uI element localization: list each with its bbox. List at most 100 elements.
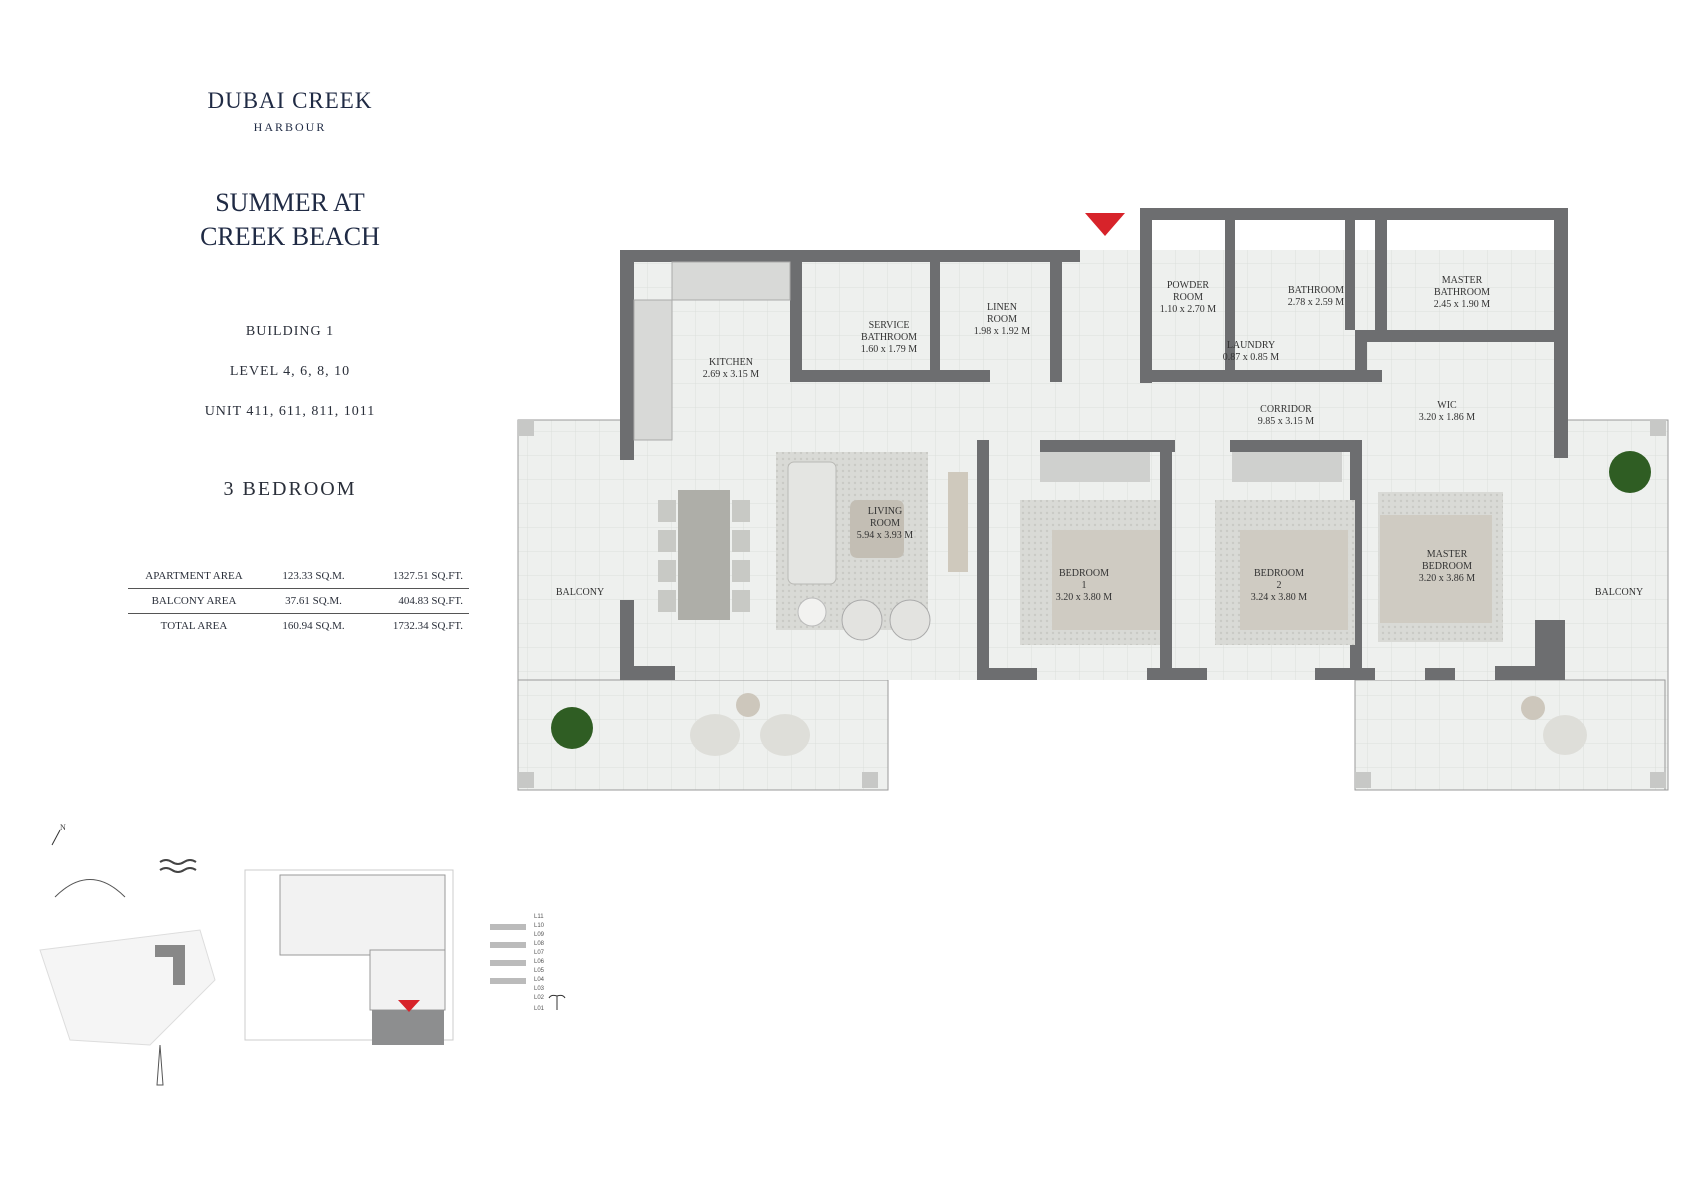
coffee-table xyxy=(850,500,904,558)
level-label: L08 xyxy=(534,941,545,947)
kitchen-label: KITCHEN xyxy=(709,357,753,368)
balcony-chair xyxy=(690,714,740,756)
dining-chairs xyxy=(658,500,750,612)
site-outline xyxy=(39,929,216,1046)
level-label: L01 xyxy=(534,1006,545,1012)
living-dim: 5.94 x 3.93 M xyxy=(857,530,914,541)
linen-label2: ROOM xyxy=(987,314,1017,325)
palm-icon xyxy=(548,994,566,1010)
level-bars xyxy=(490,924,526,984)
key-plan: N L11 L10 L09 L08 L07 L06 L05 L04 L03 L0… xyxy=(39,823,566,1086)
level-label: L07 xyxy=(534,950,545,956)
powder-label2: ROOM xyxy=(1173,292,1203,303)
area-sqm: 37.61 SQ.M. xyxy=(260,588,367,614)
corridor-label: CORRIDOR xyxy=(1260,404,1312,415)
level-label: L03 xyxy=(534,986,545,992)
area-sqft: 1327.51 SQ.FT. xyxy=(367,564,469,589)
armchair xyxy=(889,599,931,641)
project-title: SUMMER AT CREEK BEACH xyxy=(190,186,390,254)
bedroom1-wardrobe xyxy=(1040,452,1150,482)
service-bath-label: SERVICE xyxy=(869,320,910,331)
units-label: UNIT 411, 611, 811, 1011 xyxy=(204,404,376,419)
wic-label: WIC xyxy=(1437,400,1457,411)
powder-dim: 1.10 x 2.70 M xyxy=(1160,304,1217,315)
project-title-line2: CREEK BEACH xyxy=(200,222,380,251)
master-bed-label2: BEDROOM xyxy=(1422,561,1472,572)
water-icon xyxy=(159,859,197,873)
master-bath-dim: 2.45 x 1.90 M xyxy=(1434,299,1491,310)
level-label: L11 xyxy=(534,914,544,920)
area-label: APARTMENT AREA xyxy=(128,564,260,589)
sofa xyxy=(787,461,837,585)
area-table: APARTMENT AREA 123.33 SQ.M. 1327.51 SQ.F… xyxy=(128,564,469,638)
bedroom-type: 3 BEDROOM xyxy=(223,478,357,500)
levels-label: LEVEL 4, 6, 8, 10 xyxy=(229,364,351,379)
bedroom1-dim: 3.20 x 3.80 M xyxy=(1056,592,1113,603)
walls xyxy=(620,208,1568,680)
area-label: BALCONY AREA xyxy=(128,588,260,614)
project-title-line1: SUMMER AT xyxy=(215,188,365,217)
balcony-chair xyxy=(1543,715,1587,755)
bedroom2-label: BEDROOM xyxy=(1254,568,1304,579)
entrance-marker-icon xyxy=(1085,213,1125,236)
unit-highlight xyxy=(372,1010,444,1045)
level-label: L02 xyxy=(534,995,545,1001)
balcony-table xyxy=(736,693,760,717)
level-label: L06 xyxy=(534,959,545,965)
master-bath-label: MASTER xyxy=(1442,275,1483,286)
service-bath-label2: BATHROOM xyxy=(861,332,917,343)
north-label: N xyxy=(60,823,66,832)
area-label: TOTAL AREA xyxy=(160,620,228,632)
plant-icon xyxy=(1609,451,1651,493)
kitchen-counter xyxy=(671,261,791,301)
bedroom2-wardrobe xyxy=(1232,452,1342,482)
living-label2: ROOM xyxy=(870,518,900,529)
area-sqm: 123.33 SQ.M. xyxy=(260,564,367,589)
master-bed-label: MASTER xyxy=(1427,549,1468,560)
wic-dim: 3.20 x 1.86 M xyxy=(1419,412,1476,423)
armchair xyxy=(841,599,883,641)
service-bath-dim: 1.60 x 1.79 M xyxy=(861,344,918,355)
building-floor-top xyxy=(279,874,446,956)
balcony-table xyxy=(1521,696,1545,720)
side-table xyxy=(797,597,827,627)
laundry-label: LAUNDRY xyxy=(1227,340,1275,351)
linen-label: LINEN xyxy=(987,302,1017,313)
area-sqm: 160.94 SQ.M. xyxy=(282,620,345,632)
bedroom2-number: 2 xyxy=(1277,580,1282,591)
unit-marker-icon xyxy=(398,1000,420,1012)
plant-icon xyxy=(551,707,593,749)
area-sqft: 1732.34 SQ.FT. xyxy=(392,620,463,632)
balcony-right-bottom xyxy=(1354,679,1666,791)
level-label: L04 xyxy=(534,977,545,983)
area-sqft: 404.83 SQ.FT. xyxy=(367,588,469,614)
master-bed-dim: 3.20 x 3.86 M xyxy=(1419,573,1476,584)
room-labels: KITCHEN 2.69 x 3.15 M SERVICE BATHROOM 1… xyxy=(556,275,1643,603)
kitchen-dim: 2.69 x 3.15 M xyxy=(703,369,760,380)
bathroom-label: BATHROOM xyxy=(1288,285,1344,296)
brand-name: DUBAI CREEK xyxy=(207,88,373,113)
bedroom1-number: 1 xyxy=(1082,580,1087,591)
corridor-dim: 9.85 x 3.15 M xyxy=(1258,416,1315,427)
balcony-posts xyxy=(518,420,1666,788)
tower-icon xyxy=(156,1044,164,1086)
bedroom1-bed xyxy=(1052,530,1160,630)
tv-console xyxy=(948,472,968,572)
linen-dim: 1.98 x 1.92 M xyxy=(974,326,1031,337)
area-row: TOTAL AREA 160.94 SQ.M. 1732.34 SQ.FT. xyxy=(128,614,469,639)
laundry-dim: 0.87 x 0.85 M xyxy=(1223,352,1280,363)
master-bed xyxy=(1380,515,1492,623)
north-arrow-icon xyxy=(51,829,61,846)
level-label: L05 xyxy=(534,968,545,974)
bedroom2-bed xyxy=(1240,530,1348,630)
brand-subtitle: HARBOUR xyxy=(253,120,327,134)
balcony-left-label: BALCONY xyxy=(556,587,604,598)
balcony-right-label: BALCONY xyxy=(1595,587,1643,598)
bedroom2-dim: 3.24 x 3.80 M xyxy=(1251,592,1308,603)
level-label: L09 xyxy=(534,932,545,938)
kitchen-counter-side xyxy=(633,299,673,441)
level-label: L10 xyxy=(534,923,545,929)
dining-table xyxy=(678,490,730,620)
bridge-icon xyxy=(54,879,126,898)
